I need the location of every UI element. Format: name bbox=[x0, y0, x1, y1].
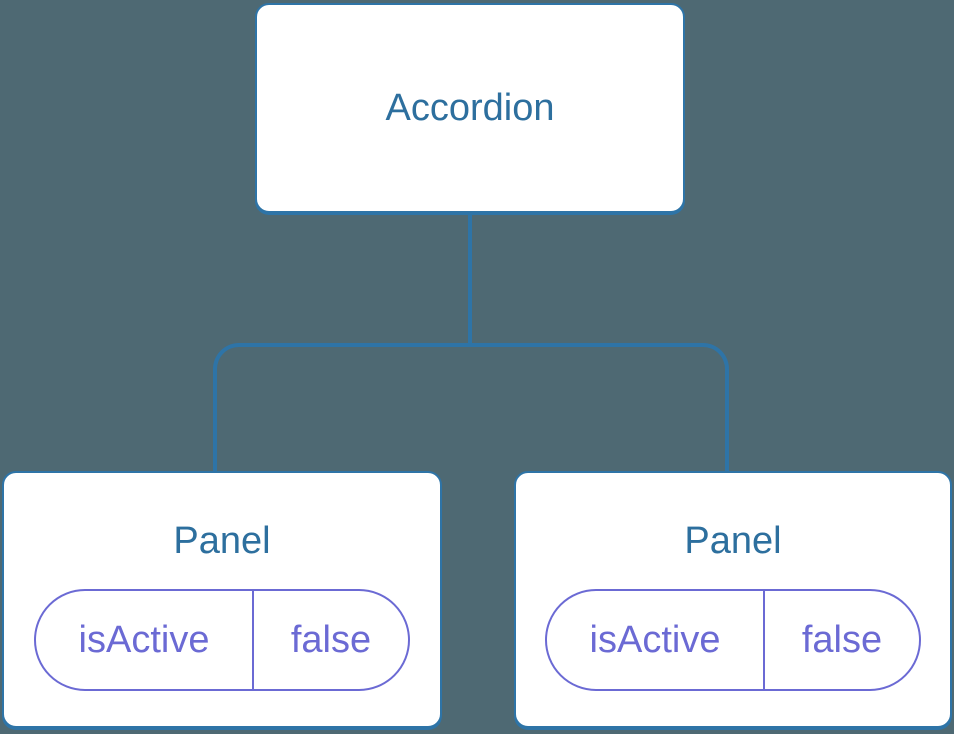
prop-pill: isActive false bbox=[34, 589, 410, 691]
node-label: Panel bbox=[684, 520, 782, 562]
prop-value: false bbox=[290, 618, 372, 661]
node-label: Panel bbox=[173, 520, 271, 562]
prop-name: isActive bbox=[78, 618, 210, 661]
node-label: Accordion bbox=[385, 87, 555, 129]
prop-name: isActive bbox=[589, 618, 721, 661]
tree-node-panel-left: Panel isActive false bbox=[2, 471, 442, 728]
prop-value: false bbox=[801, 618, 883, 661]
connector-branch-bracket bbox=[213, 343, 729, 471]
connector-stem-line bbox=[468, 211, 472, 347]
tree-node-panel-right: Panel isActive false bbox=[514, 471, 952, 728]
pill-divider bbox=[763, 591, 765, 689]
tree-node-accordion: Accordion bbox=[255, 3, 685, 213]
prop-pill: isActive false bbox=[545, 589, 921, 691]
pill-divider bbox=[252, 591, 254, 689]
